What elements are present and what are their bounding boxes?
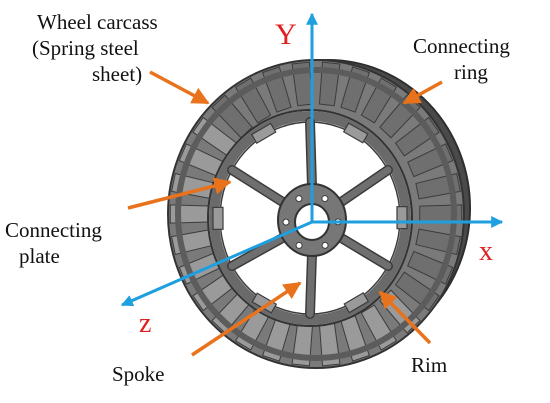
coordinate-axes bbox=[120, 12, 504, 307]
connecting-plate bbox=[250, 122, 277, 144]
connecting-plate bbox=[343, 292, 370, 314]
connecting-plate bbox=[212, 206, 224, 230]
spoke-face bbox=[336, 166, 392, 207]
hub-bolt bbox=[282, 218, 290, 226]
spoke-face bbox=[336, 233, 392, 270]
spoke-face bbox=[228, 166, 288, 207]
rim-label: Rim bbox=[411, 353, 448, 377]
wheel-carcass-label-line1: Wheel carcass bbox=[37, 10, 158, 34]
connecting-plate-label-line1: Connecting bbox=[5, 218, 102, 242]
rim-pointer bbox=[378, 290, 432, 345]
label-pointers bbox=[127, 70, 443, 357]
wheel bbox=[167, 59, 471, 369]
hub-bolt bbox=[321, 195, 329, 203]
spoke-face bbox=[306, 250, 316, 318]
connecting-ring-label-line1: Connecting bbox=[413, 34, 510, 58]
hub-bolt bbox=[295, 241, 303, 249]
connecting-ring bbox=[175, 67, 457, 361]
hub-bolt bbox=[295, 195, 303, 203]
connecting-ring-label-line2: ring bbox=[454, 60, 488, 84]
connecting-plate-label-line2: plate bbox=[19, 244, 60, 268]
hub-bolt bbox=[321, 241, 329, 249]
x-axis-label: x bbox=[479, 236, 493, 267]
carcass-pointer bbox=[149, 70, 210, 105]
z-axis bbox=[120, 220, 313, 307]
wheel-carcass-label-line3: sheet) bbox=[92, 62, 143, 86]
spoke-face bbox=[228, 233, 288, 270]
wheel-carcass-label-line2: (Spring steel bbox=[32, 36, 139, 60]
spoke-label: Spoke bbox=[112, 362, 165, 386]
connecting-plate bbox=[342, 122, 369, 144]
connecting-plates bbox=[212, 122, 408, 314]
z-axis-label: z bbox=[139, 308, 152, 339]
spoke-pointer bbox=[191, 281, 302, 357]
plate-pointer bbox=[127, 177, 232, 210]
ring-pointer bbox=[402, 80, 443, 105]
y-axis-label: Y bbox=[275, 18, 297, 51]
connecting-plate bbox=[396, 206, 408, 230]
